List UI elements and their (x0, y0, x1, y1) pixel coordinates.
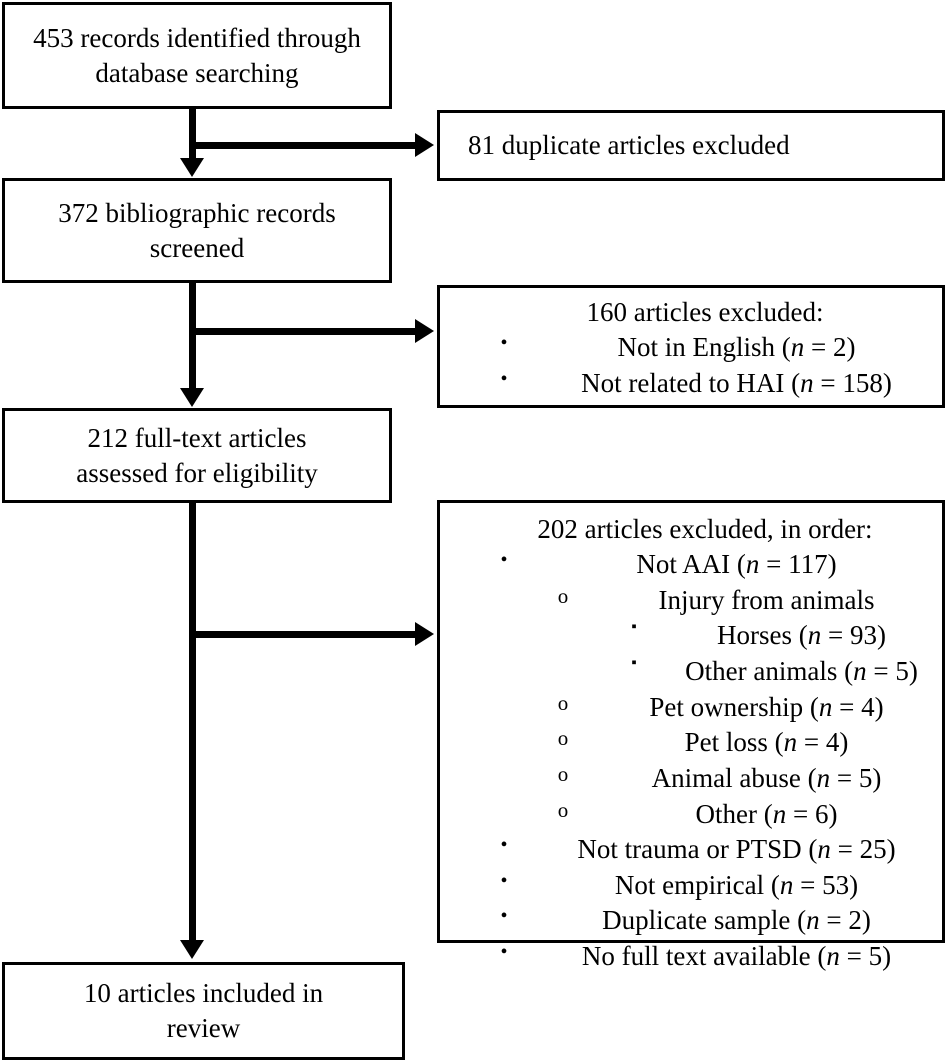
exclusion-list-item-label: Animal abuse (n = 5) (651, 762, 882, 793)
exclusion-list-item: o Injury from animals (440, 583, 942, 619)
bullet-marker-icon: o (557, 726, 569, 751)
bullet-marker-icon: ▪ (631, 619, 637, 636)
sample-size-symbol: n (806, 905, 820, 936)
connector-to-screening-exclusions (189, 328, 417, 335)
arrowhead-to-eligibility-exclusions (415, 622, 434, 646)
connector-to-duplicates (189, 142, 417, 149)
bullet-marker-icon: o (557, 690, 569, 715)
box-records-identified-label: 453 records identified through database … (33, 22, 361, 88)
exclusion-list-item: • No full text available (n = 5) (440, 939, 942, 975)
connector-identified-to-screened (189, 109, 196, 161)
exclusion-list-item-label: Duplicate sample (n = 2) (602, 905, 871, 936)
box-screening-exclusions: 160 articles excluded: • Not in English (… (437, 285, 945, 408)
exclusion-list-item-label: Pet loss (n = 4) (684, 727, 849, 758)
exclusion-list-item-label: Horses (n = 93) (717, 620, 886, 651)
bullet-marker-icon: • (500, 941, 508, 964)
exclusion-list-item-label: Not in English (n = 2) (617, 332, 856, 363)
sample-size-symbol: n (745, 549, 760, 580)
box-articles-included: 10 articles included in review (2, 962, 405, 1060)
bullet-marker-icon: • (500, 332, 508, 355)
bullet-marker-icon: o (557, 797, 569, 822)
exclusion-list-item-label: Not AAI (n = 117) (636, 549, 837, 580)
bullet-marker-icon: • (500, 549, 508, 572)
exclusion-list-item: o Pet loss (n = 4) (440, 725, 942, 761)
box-records-identified: 453 records identified through database … (2, 2, 392, 109)
arrowhead-to-screened (180, 158, 204, 177)
sample-size-symbol: n (790, 332, 805, 363)
sample-size-symbol: n (783, 727, 798, 758)
box-records-screened: 372 bibliographic records screened (2, 178, 392, 283)
sample-size-symbol: n (826, 941, 840, 972)
exclusion-list-item-label: Other animals (n = 5) (685, 656, 918, 687)
bullet-marker-icon: • (500, 834, 508, 857)
exclusion-list-item: • Not AAI (n = 117) (440, 547, 942, 583)
exclusion-list-item: • Not trauma or PTSD (n = 25) (440, 832, 942, 868)
sample-size-symbol: n (817, 834, 831, 865)
box-records-screened-label: 372 bibliographic records screened (58, 197, 336, 263)
sample-size-symbol: n (800, 367, 814, 398)
exclusion-list-item: o Animal abuse (n = 5) (440, 761, 942, 797)
sample-size-symbol: n (779, 869, 794, 900)
connector-screened-to-fulltext (189, 283, 196, 390)
exclusion-list-item-label: No full text available (n = 5) (581, 941, 892, 972)
arrowhead-to-duplicates (415, 133, 434, 157)
sample-size-symbol: n (816, 762, 831, 793)
exclusion-list-item: • Not empirical (n = 53) (440, 868, 942, 904)
bullet-marker-icon: • (500, 869, 508, 892)
sample-size-symbol: n (807, 620, 822, 651)
exclusion-list-item: o Other (n = 6) (440, 797, 942, 833)
box-fulltext-assessed: 212 full-text articles assessed for elig… (2, 408, 392, 503)
exclusion-list-item: • Not related to HAI (n = 158) (440, 366, 942, 402)
eligibility-exclusions-heading: 202 articles excluded, in order: (537, 514, 873, 544)
exclusion-list-item-label: Injury from animals (658, 584, 875, 615)
exclusion-list-item-label: Pet ownership (n = 4) (649, 691, 884, 722)
screening-exclusions-heading: 160 articles excluded: (586, 297, 824, 327)
bullet-marker-icon: • (500, 367, 508, 390)
screening-exclusions-list: • Not in English (n = 2) • Not related to H… (440, 330, 942, 401)
exclusion-list-item: • Duplicate sample (n = 2) (440, 903, 942, 939)
box-duplicates-excluded: 81 duplicate articles excluded (437, 110, 945, 181)
box-eligibility-exclusions: 202 articles excluded, in order: • Not AA… (437, 500, 945, 971)
box-articles-included-label: 10 articles included in review (83, 978, 324, 1043)
exclusion-list-item-label: Not trauma or PTSD (n = 25) (577, 834, 896, 865)
exclusion-list-item: o Pet ownership (n = 4) (440, 690, 942, 726)
sample-size-symbol: n (818, 691, 833, 722)
exclusion-list-item-label: Not related to HAI (n = 158) (581, 367, 892, 398)
arrowhead-to-included (180, 940, 204, 959)
arrowhead-to-fulltext (180, 388, 204, 407)
bullet-marker-icon: o (557, 761, 569, 786)
bullet-marker-icon: o (557, 583, 569, 608)
bullet-marker-icon: • (500, 905, 508, 928)
connector-to-eligibility-exclusions (189, 631, 417, 638)
sample-size-symbol: n (772, 798, 787, 829)
box-fulltext-assessed-label: 212 full-text articles assessed for elig… (76, 422, 318, 488)
exclusion-list-item-label: Not empirical (n = 53) (614, 869, 859, 900)
exclusion-list-item: ▪ Horses (n = 93) (440, 618, 942, 654)
eligibility-exclusions-list: • Not AAI (n = 117) o Injury from animals ▪ H… (440, 547, 942, 975)
bullet-marker-icon: ▪ (631, 655, 637, 672)
connector-fulltext-to-included (189, 503, 196, 941)
exclusion-list-item-label: Other (n = 6) (695, 798, 838, 829)
exclusion-list-item: • Not in English (n = 2) (440, 330, 942, 366)
box-duplicates-excluded-label: 81 duplicate articles excluded (468, 130, 790, 161)
sample-size-symbol: n (853, 656, 867, 687)
arrowhead-to-screening-exclusions (415, 319, 434, 343)
exclusion-list-item: ▪ Other animals (n = 5) (440, 654, 942, 690)
